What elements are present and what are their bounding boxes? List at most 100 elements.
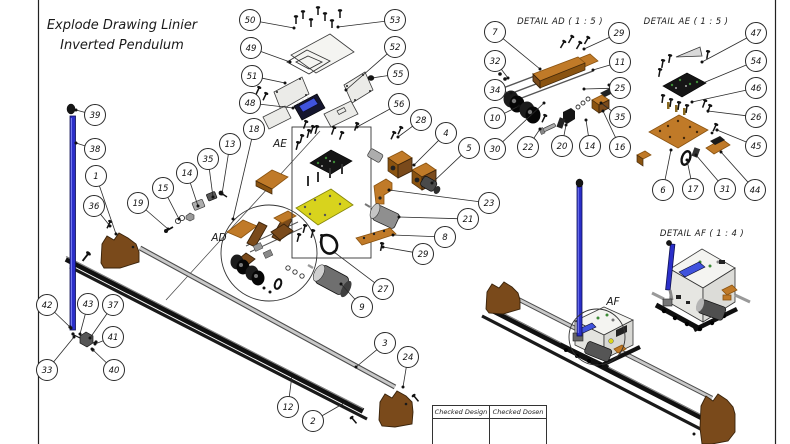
balloon-number-24: 24 (403, 353, 414, 363)
balloon-number-40: 40 (109, 366, 120, 376)
balloon-49 (240, 37, 262, 59)
detail-af-boundary (568, 308, 626, 366)
balloon-17 (682, 178, 704, 200)
balloon-13 (219, 133, 241, 155)
balloon-number-55: 55 (393, 70, 404, 80)
drive-cluster (307, 124, 441, 298)
belt-loop (319, 233, 339, 255)
pendulum-rod (66, 103, 76, 331)
balloon-number-46: 46 (751, 84, 762, 94)
balloon-number-19: 19 (133, 199, 144, 209)
detail-ad-boundary (220, 204, 318, 302)
balloon-37 (102, 294, 124, 316)
carriage-plate-stack (255, 123, 354, 255)
balloon-number-49: 49 (246, 44, 257, 54)
balloon-number-3: 3 (382, 339, 387, 349)
check-table-header-dosen: Checked Dosen (489, 405, 547, 419)
assembled-pendulum-rod (575, 178, 584, 337)
balloon-number-27: 27 (378, 285, 389, 295)
balloon-number-34: 34 (490, 86, 501, 96)
balloon-3 (374, 332, 396, 354)
balloon-23 (478, 192, 500, 214)
balloon-number-28: 28 (416, 116, 427, 126)
balloon-39 (84, 104, 106, 126)
balloon-40 (103, 359, 125, 381)
balloon-number-32: 32 (490, 57, 501, 67)
idler-pulleys (503, 90, 541, 124)
balloon-number-22: 22 (523, 143, 534, 153)
balloon-52 (384, 36, 406, 58)
balloon-21 (457, 208, 479, 230)
balloon-number-5: 5 (466, 144, 471, 154)
drawing-title-line2: Inverted Pendulum (60, 38, 184, 53)
balloon-45 (745, 135, 767, 157)
balloon-number-9: 9 (359, 303, 364, 313)
balloon-number-6: 6 (660, 186, 666, 196)
base-plate (648, 114, 709, 149)
balloon-11 (609, 51, 631, 73)
balloon-number-52: 52 (390, 43, 401, 53)
carriage-base-plate (295, 188, 354, 226)
balloon-number-39: 39 (90, 111, 101, 121)
check-table-header-design: Checked Design (432, 405, 490, 419)
detail-ae-view (636, 46, 731, 167)
detail-ae-title: DETAIL AE ( 1 : 5 ) (644, 17, 729, 27)
balloon-number-41: 41 (108, 333, 119, 343)
balloon-29 (608, 22, 630, 44)
rod-end-cap (66, 103, 76, 115)
detail-ad-title: DETAIL AD ( 1 : 5 ) (517, 17, 603, 27)
balloon-number-43: 43 (83, 300, 94, 310)
balloon-29 (412, 243, 434, 265)
lcd-module (293, 93, 326, 121)
balloon-9 (351, 296, 373, 318)
assembled-view (481, 178, 736, 444)
mount-bar (355, 227, 397, 246)
steel-shaft (138, 245, 397, 390)
balloon-number-38: 38 (90, 145, 101, 155)
balloon-4 (435, 122, 457, 144)
balloon-number-17: 17 (688, 185, 699, 195)
region-label-ad: AD (210, 232, 226, 244)
check-table: Checked Design Checked Dosen (432, 405, 547, 444)
balloon-number-15: 15 (158, 184, 169, 194)
balloon-number-30: 30 (490, 145, 501, 155)
balloon-number-8: 8 (442, 233, 448, 243)
balloon-25 (609, 77, 631, 99)
balloon-14 (176, 162, 198, 184)
balloon-number-25: 25 (615, 84, 626, 94)
check-table-cell-design (432, 418, 490, 444)
balloon-33 (36, 359, 58, 381)
balloon-50 (239, 9, 261, 31)
balloon-number-20: 20 (557, 142, 568, 152)
balloon-27 (372, 278, 394, 300)
check-table-cell-dosen (489, 418, 547, 444)
balloon-number-14: 14 (182, 169, 193, 179)
balloon-48 (239, 92, 261, 114)
balloon-56 (388, 93, 410, 115)
bearing-cube (591, 94, 610, 114)
side-panel-left (273, 76, 310, 111)
balloon-number-56: 56 (394, 100, 405, 110)
balloon-47 (745, 22, 767, 44)
balloon-number-14: 14 (585, 142, 596, 152)
balloon-42 (36, 294, 58, 316)
balloon-24 (397, 346, 419, 368)
detail-ad-view (496, 33, 615, 135)
balloon-number-23: 23 (484, 199, 495, 209)
rail-block (532, 56, 586, 90)
balloon-number-45: 45 (751, 142, 762, 152)
balloon-41 (102, 326, 124, 348)
drawing-title-line1: Explode Drawing Linier (47, 18, 199, 33)
balloon-number-37: 37 (108, 301, 119, 311)
balloon-number-31: 31 (720, 185, 731, 195)
balloon-55 (387, 63, 409, 85)
balloon-12 (277, 396, 299, 418)
balloon-number-13: 13 (225, 140, 236, 150)
balloon-15 (152, 177, 174, 199)
balloon-number-53: 53 (390, 16, 401, 26)
detail-af-view (651, 240, 751, 333)
balloon-number-16: 16 (615, 143, 626, 153)
belt-tensioner (563, 108, 575, 124)
balloon-46 (745, 77, 767, 99)
detail-af-title: DETAIL AF ( 1 : 4 ) (660, 229, 744, 239)
